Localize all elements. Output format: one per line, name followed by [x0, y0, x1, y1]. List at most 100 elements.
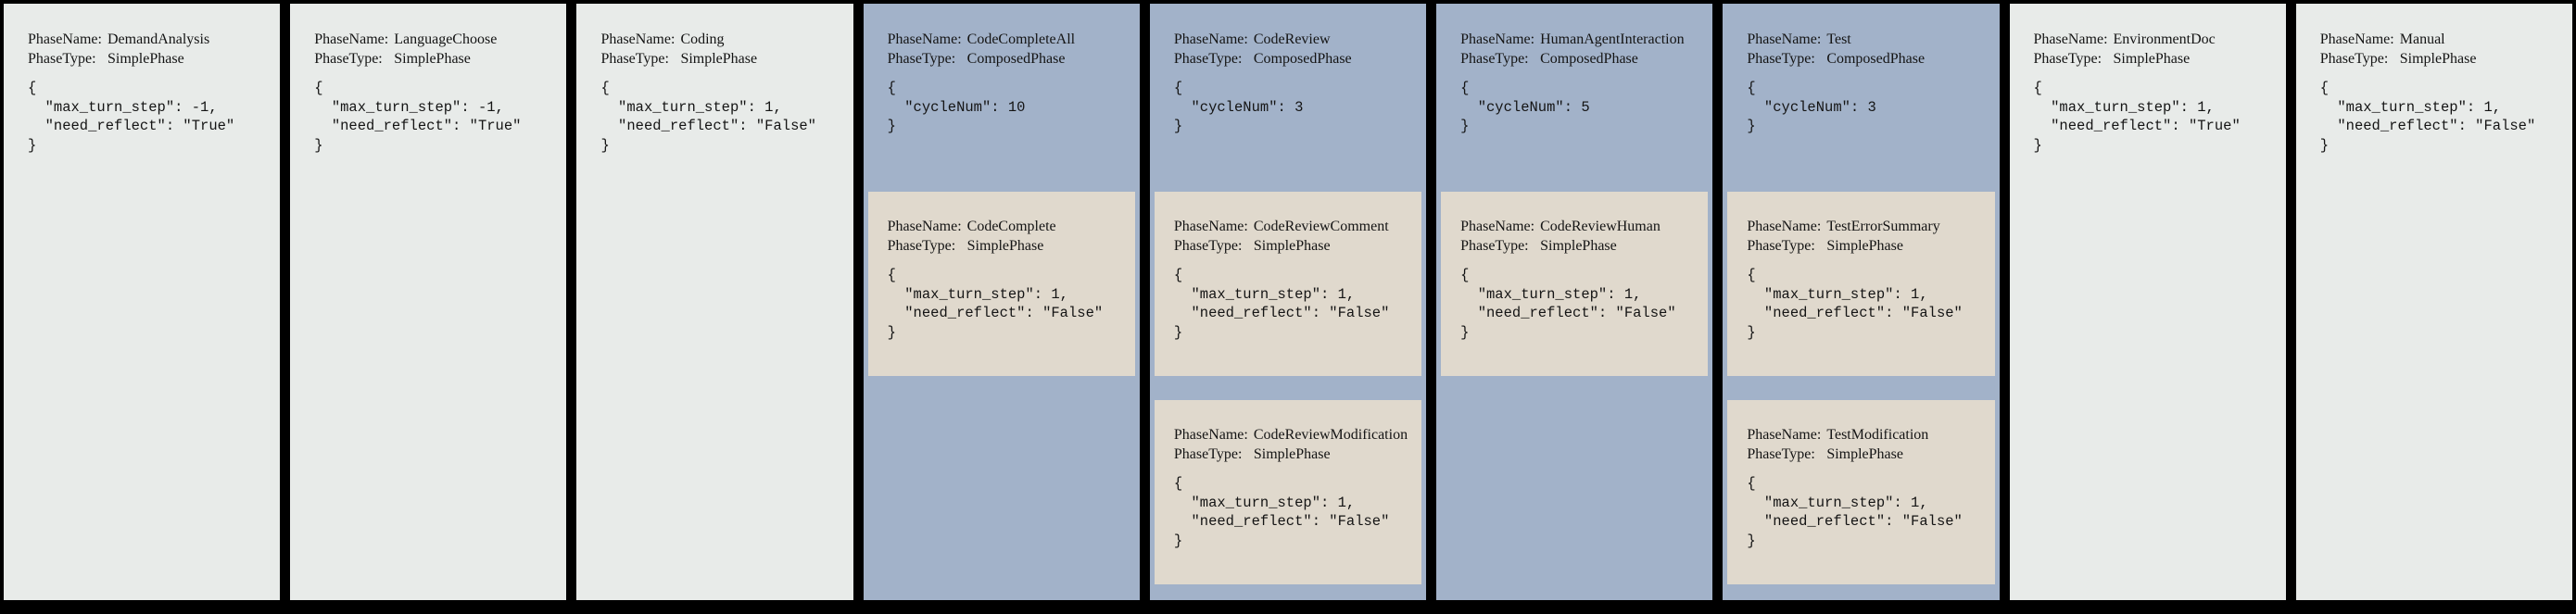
phase-info: PhaseName: CodeReviewModification PhaseT…: [1155, 400, 1421, 550]
phase-config-json: { "max_turn_step": 1, "need_reflect": "F…: [1174, 474, 1414, 550]
phase-name-label: PhaseName:: [28, 31, 102, 47]
config-line: "cycleNum": 10: [887, 98, 1026, 116]
phase-name-value: CodeReviewComment: [1253, 219, 1389, 234]
phase-type-value: SimplePhase: [394, 51, 471, 67]
phase-name-value: LanguageChoose: [394, 31, 498, 47]
phase-name-value: TestModification: [1826, 427, 1929, 443]
phase-name-row: PhaseName: CodeCompleteAll: [888, 30, 1132, 49]
phase-info: PhaseName: CodeReviewHuman PhaseType: Si…: [1441, 192, 1708, 342]
composed-phase-header: PhaseName: CodeCompleteAll PhaseType: Co…: [864, 4, 1140, 192]
phase-type-row: PhaseType: SimplePhase: [1174, 236, 1414, 256]
phase-type-label: PhaseType:: [887, 238, 956, 254]
phase-type-row: PhaseType: SimplePhase: [1747, 445, 1987, 464]
phase-type-row: PhaseType: SimplePhase: [1174, 445, 1414, 464]
phase-name-row: PhaseName: HumanAgentInteraction: [1460, 30, 1705, 49]
phase-type-value: SimplePhase: [1253, 238, 1331, 254]
phase-type-row: PhaseType: SimplePhase: [1747, 236, 1987, 256]
phase-name-label: PhaseName:: [2033, 31, 2108, 47]
config-line: {: [1173, 80, 1183, 96]
phase-name-value: Test: [1826, 31, 1851, 47]
phase-info: PhaseName: LanguageChoose PhaseType: Sim…: [290, 4, 566, 155]
config-line: }: [1173, 323, 1183, 341]
phase-type-row: PhaseType: SimplePhase: [314, 49, 559, 69]
config-line: "max_turn_step": 1,: [1460, 285, 1642, 303]
composed-phase-header: PhaseName: HumanAgentInteraction PhaseTy…: [1436, 4, 1712, 192]
phase-name-value: CodeComplete: [966, 219, 1056, 234]
phase-info: PhaseName: DemandAnalysis PhaseType: Sim…: [4, 4, 280, 155]
phase-type-value: SimplePhase: [1253, 446, 1331, 462]
config-line: "need_reflect": "False": [1460, 305, 1676, 321]
phase-name-label: PhaseName:: [1460, 31, 1535, 47]
phase-type-row: PhaseType: SimplePhase: [600, 49, 845, 69]
config-line: "max_turn_step": -1,: [28, 98, 218, 116]
config-line: "max_turn_step": 1,: [1747, 285, 1928, 303]
config-line: {: [28, 80, 37, 96]
phase-info: PhaseName: HumanAgentInteraction PhaseTy…: [1436, 4, 1712, 136]
phase-card-languagechoose: PhaseName: LanguageChoose PhaseType: Sim…: [290, 4, 567, 600]
config-line: "max_turn_step": -1,: [314, 98, 504, 116]
config-line: "max_turn_step": 1,: [1173, 494, 1356, 511]
phase-name-label: PhaseName:: [1173, 427, 1248, 443]
phase-type-row: PhaseType: SimplePhase: [1460, 236, 1700, 256]
sub-phase-card-testerrorsummary: PhaseName: TestErrorSummary PhaseType: S…: [1727, 192, 1995, 376]
phase-type-value: SimplePhase: [1826, 238, 1903, 254]
phase-info: PhaseName: CodeReview PhaseType: Compose…: [1150, 4, 1426, 136]
sub-phase-card-codereviewcomment: PhaseName: CodeReviewComment PhaseType: …: [1154, 192, 1422, 376]
phase-type-row: PhaseType: ComposedPhase: [888, 49, 1132, 69]
phase-name-value: CodeReview: [1253, 31, 1331, 47]
phase-name-value: DemandAnalysis: [107, 31, 210, 47]
config-line: "need_reflect": "False": [1173, 513, 1390, 530]
phase-type-value: SimplePhase: [680, 51, 758, 67]
phase-type-value: SimplePhase: [2113, 51, 2191, 67]
phase-type-row: PhaseType: ComposedPhase: [1460, 49, 1705, 69]
config-line: "max_turn_step": 1,: [1173, 285, 1356, 303]
sub-phase-card-testmodification: PhaseName: TestModification PhaseType: S…: [1727, 400, 1995, 584]
phase-info: PhaseName: Coding PhaseType: SimplePhase…: [576, 4, 852, 155]
config-line: }: [2319, 136, 2330, 154]
phase-name-row: PhaseName: Manual: [2320, 30, 2565, 49]
phase-type-label: PhaseType:: [2319, 51, 2389, 67]
phase-name-value: EnvironmentDoc: [2113, 31, 2216, 47]
config-line: {: [1460, 80, 1470, 96]
phase-type-row: PhaseType: ComposedPhase: [1174, 49, 1419, 69]
config-line: }: [1460, 323, 1470, 341]
phase-name-label: PhaseName:: [1173, 31, 1248, 47]
config-line: }: [1747, 323, 1756, 341]
config-line: {: [2319, 80, 2330, 96]
phase-type-label: PhaseType:: [1747, 238, 1815, 254]
phase-config-json: { "cycleNum": 5}: [1460, 79, 1705, 136]
sub-phase-card-codereviewhuman: PhaseName: CodeReviewHuman PhaseType: Si…: [1441, 192, 1709, 376]
phase-name-label: PhaseName:: [1460, 219, 1535, 234]
config-line: {: [1747, 475, 1756, 492]
phase-type-row: PhaseType: SimplePhase: [2034, 49, 2279, 69]
phase-type-value: SimplePhase: [1540, 238, 1617, 254]
config-line: }: [1173, 118, 1183, 134]
phase-info: PhaseName: CodeReviewComment PhaseType: …: [1155, 192, 1421, 342]
phase-config-json: { "max_turn_step": -1, "need_reflect": "…: [28, 79, 272, 155]
phase-name-row: PhaseName: Test: [1747, 30, 1991, 49]
phase-info: PhaseName: Manual PhaseType: SimplePhase…: [2296, 4, 2572, 155]
phase-name-value: CodeReviewHuman: [1540, 219, 1661, 234]
phase-type-label: PhaseType:: [600, 51, 669, 67]
phase-info: PhaseName: EnvironmentDoc PhaseType: Sim…: [2010, 4, 2286, 155]
config-line: {: [1173, 267, 1183, 283]
phase-name-label: PhaseName:: [1747, 219, 1822, 234]
phase-config-json: { "cycleNum": 3}: [1174, 79, 1419, 136]
phase-name-label: PhaseName:: [314, 31, 389, 47]
phase-config-json: { "max_turn_step": 1, "need_reflect": "F…: [600, 79, 845, 155]
config-line: {: [1460, 267, 1470, 283]
config-line: "max_turn_step": 1,: [887, 285, 1068, 303]
config-line: {: [887, 80, 896, 96]
phase-config-json: { "max_turn_step": 1, "need_reflect": "F…: [2320, 79, 2565, 155]
sub-phase-card-codereviewmodification: PhaseName: CodeReviewModification PhaseT…: [1154, 400, 1422, 584]
phase-name-row: PhaseName: LanguageChoose: [314, 30, 559, 49]
config-line: "cycleNum": 3: [1747, 98, 1876, 116]
phase-config-json: { "max_turn_step": 1, "need_reflect": "F…: [1460, 266, 1700, 342]
phase-name-label: PhaseName:: [887, 31, 962, 47]
config-line: "need_reflect": "True": [2033, 118, 2241, 134]
phase-type-row: PhaseType: ComposedPhase: [1747, 49, 1991, 69]
phase-type-row: PhaseType: SimplePhase: [2320, 49, 2565, 69]
phase-type-value: ComposedPhase: [1253, 51, 1352, 67]
phase-config-json: { "max_turn_step": 1, "need_reflect": "F…: [1747, 474, 1987, 550]
phase-card-codecompleteall: PhaseName: CodeCompleteAll PhaseType: Co…: [863, 4, 1140, 600]
